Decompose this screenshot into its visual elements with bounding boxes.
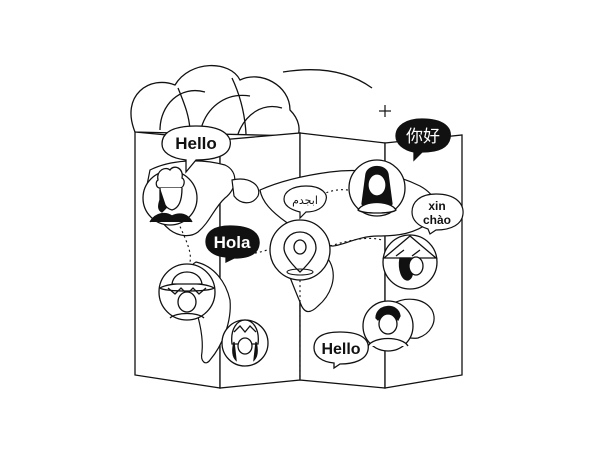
speech-bubble-hello-top: Hello xyxy=(161,125,231,174)
avatar-knit-hat xyxy=(221,319,269,367)
greeting-nihao: 你好 xyxy=(406,127,440,147)
speech-bubble-hello-bottom: Hello xyxy=(313,331,369,370)
decorative-arc xyxy=(282,69,373,89)
plant-leaves xyxy=(130,64,300,137)
greeting-xin: xin xyxy=(428,199,445,213)
greeting-arabic: ابجدم xyxy=(292,194,318,207)
avatar-man xyxy=(362,300,414,352)
greeting-hello-bottom: Hello xyxy=(321,341,360,358)
greeting-hola: Hola xyxy=(214,233,251,252)
greeting-chao: chào xyxy=(423,213,451,227)
greeting-hello-top: Hello xyxy=(175,134,217,153)
avatar-woman-long-hair xyxy=(348,159,406,217)
speech-bubble-xin-chao: xin chào xyxy=(411,193,464,235)
speech-bubble-hola: Hola xyxy=(205,225,260,264)
speech-bubble-arabic: ابجدم xyxy=(283,185,327,220)
avatar-sombrero xyxy=(158,263,216,321)
location-pin-icon xyxy=(269,219,331,281)
avatar-chef xyxy=(142,166,198,226)
sparkle-icon xyxy=(379,105,391,117)
avatar-conical-hat xyxy=(382,234,438,290)
speech-bubble-nihao: 你好 xyxy=(395,118,451,162)
